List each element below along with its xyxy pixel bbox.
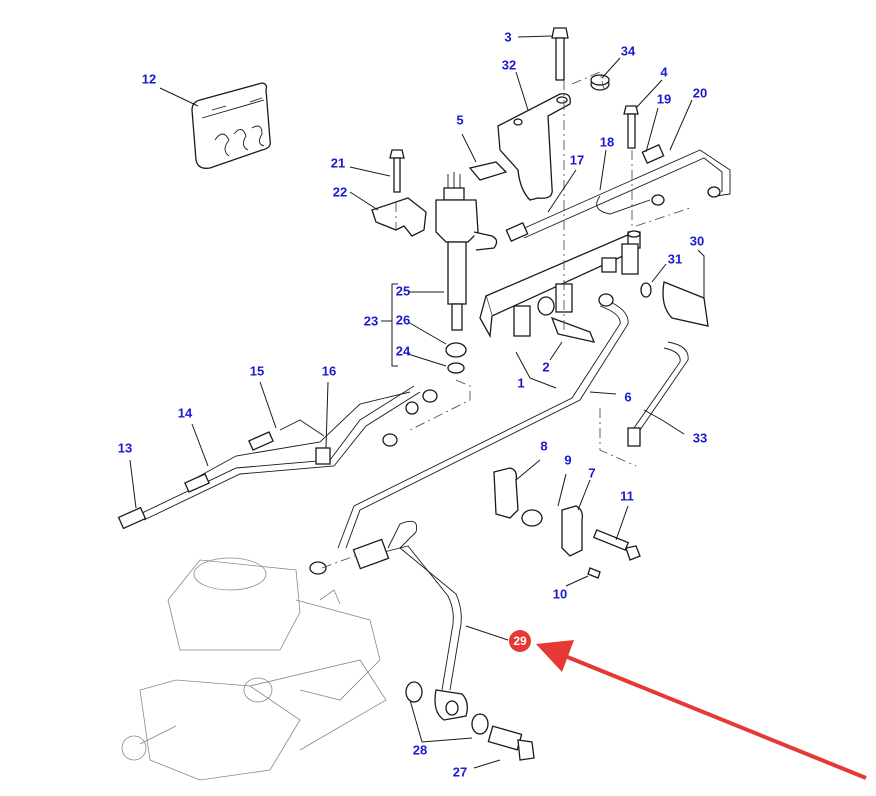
callout-1[interactable]: 1 [517,375,525,391]
callout-32[interactable]: 32 [501,57,517,73]
callout-7[interactable]: 7 [588,465,596,481]
callout-33[interactable]: 33 [692,430,708,446]
part-11-bolt [592,529,641,561]
part-31-seal [640,282,652,298]
part-32-bracket [497,93,571,201]
callout-34[interactable]: 34 [620,43,636,59]
part-33-pipe [627,341,689,447]
callout-25[interactable]: 25 [395,283,411,299]
callout-30[interactable]: 30 [689,233,705,249]
callout-21[interactable]: 21 [330,155,346,171]
callout-31[interactable]: 31 [667,251,683,267]
callout-22[interactable]: 22 [332,184,348,200]
callout-3[interactable]: 3 [504,29,512,45]
callout-11[interactable]: 11 [620,488,634,504]
callout-28[interactable]: 28 [412,742,428,758]
part-18-20-pipes [505,143,731,243]
part-26-seal [445,342,467,358]
callout-20[interactable]: 20 [692,85,708,101]
part-25-injector [435,172,498,331]
part-8-bracket [493,467,519,519]
callout-8[interactable]: 8 [540,438,548,454]
part-7-bracket [561,505,584,557]
part-34-spacer [590,74,610,91]
callout-2[interactable]: 2 [542,359,550,375]
part-28-washer-b [471,713,489,735]
leader-lines [129,35,705,769]
part-24-washer [447,362,465,374]
part-13-16-pipe-harness [117,385,438,530]
callout-23[interactable]: 23 [363,313,379,329]
callout-16[interactable]: 16 [321,363,337,379]
callout-24[interactable]: 24 [395,343,411,359]
part-21-bolt [389,149,405,193]
part-10-screw [587,567,601,579]
part-22-clamp [371,197,427,237]
callout-14[interactable]: 14 [177,405,193,421]
callout-29-highlighted[interactable]: 29 [509,630,531,652]
part-9-bushing [521,509,543,527]
part-3-bolt [551,27,569,81]
part-28-washer-a [405,681,423,703]
callout-18[interactable]: 18 [599,134,615,150]
rail [479,230,641,343]
part-6-pipe [309,293,629,575]
part-12-seal-kit-bag [191,82,271,169]
callout-5[interactable]: 5 [456,112,464,128]
callout-9[interactable]: 9 [564,452,572,468]
assembly-lines [321,71,691,569]
part-4-bolt [623,105,639,149]
part-30-sensor [662,281,709,327]
callout-13[interactable]: 13 [117,440,133,456]
callout-26[interactable]: 26 [395,312,411,328]
part-29-pipe [352,520,468,721]
injection-pump [121,557,387,781]
callout-6[interactable]: 6 [624,389,632,405]
callout-10[interactable]: 10 [552,586,568,602]
callout-15[interactable]: 15 [249,363,265,379]
callout-12[interactable]: 12 [141,71,157,87]
callout-17[interactable]: 17 [569,152,585,168]
callout-4[interactable]: 4 [660,64,668,80]
callout-27[interactable]: 27 [452,764,468,780]
part-5-clip [468,161,508,181]
part-27-banjo-bolt [487,725,535,761]
callout-19[interactable]: 19 [656,91,672,107]
highlight-arrow [536,640,867,780]
